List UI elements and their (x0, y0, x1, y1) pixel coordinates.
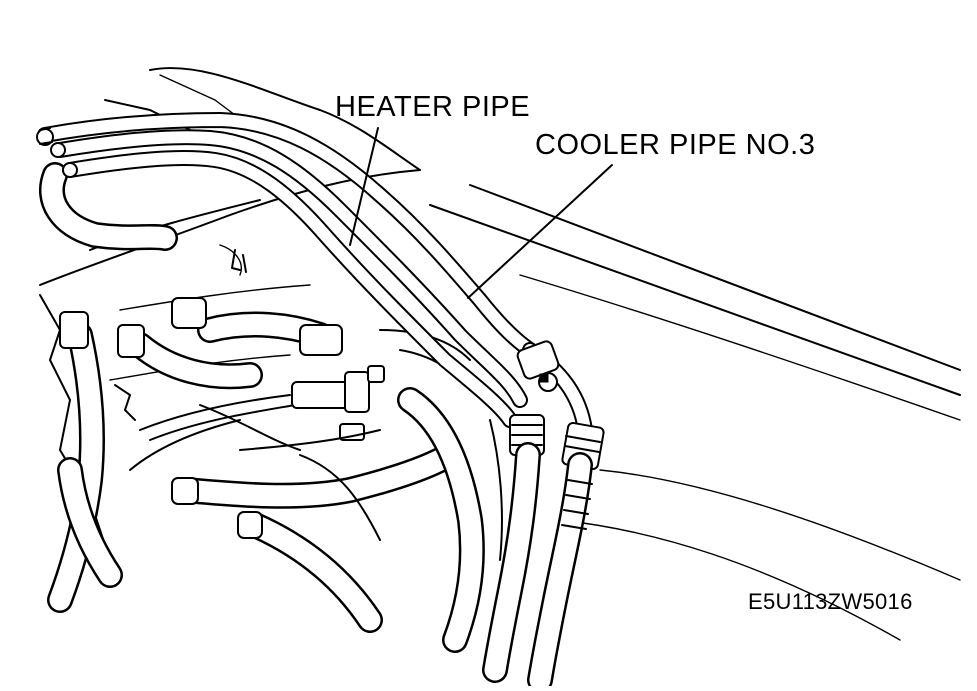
heater-pipe (52, 129, 528, 428)
pipe-end-fittings (36, 127, 78, 178)
left-hoses (39, 162, 263, 613)
bottom-hoses (171, 329, 503, 653)
hood-panel-lines (429, 184, 961, 641)
cooler-pipe-label: COOLER PIPE NO.3 (535, 129, 816, 161)
wiring-harness (129, 297, 385, 471)
heater-pipe-leader (349, 127, 379, 246)
leader-lines (349, 127, 613, 299)
heater-pipe-label: HEATER PIPE (335, 91, 531, 123)
figure-code: E5U113ZW5016 (748, 589, 913, 614)
ac-hoses (482, 442, 593, 691)
cooler-pipe-leader (467, 164, 613, 299)
